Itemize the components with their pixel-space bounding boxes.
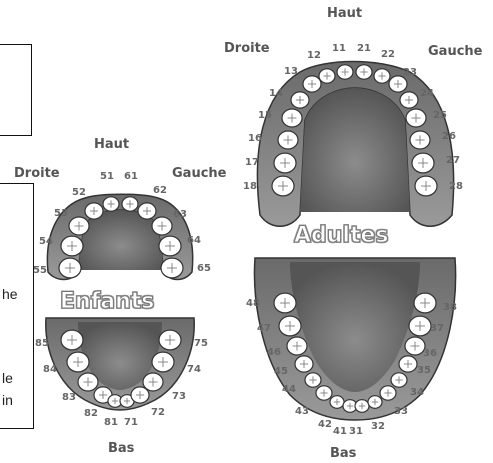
adult-upper-tooth-number: 22 — [381, 49, 395, 60]
child-lower-tooth-number: 75 — [194, 338, 208, 349]
adult-upper-tooth-number: 18 — [243, 181, 257, 192]
adult-upper-tooth-number: 12 — [307, 50, 321, 61]
adult-lower-tooth-number: 36 — [423, 348, 437, 359]
adult-lower-tooth-number: 37 — [430, 323, 444, 334]
adult-lower-tooth-number: 41 — [333, 426, 347, 437]
adult-upper-tooth-number: 16 — [248, 133, 262, 144]
child-upper-tooth-number: 64 — [187, 235, 201, 246]
child-lower-tooth-number: 71 — [124, 417, 138, 428]
adult-lower-tooth-number: 33 — [394, 406, 408, 417]
child-upper-tooth-number: 61 — [124, 171, 138, 182]
child-upper-tooth-number: 65 — [197, 263, 211, 274]
adult-lower-tooth-number: 44 — [282, 384, 296, 395]
adult-lower-tooth-number: 38 — [443, 302, 457, 313]
adult-upper-tooth-number: 14 — [269, 88, 283, 99]
adult-lower-tooth-number: 43 — [295, 406, 309, 417]
child-upper-tooth-number: 53 — [54, 208, 68, 219]
adult-upper-tooth-number: 26 — [442, 131, 456, 142]
child-lower-tooth-number: 72 — [151, 407, 165, 418]
child-lower-tooth-number: 73 — [172, 391, 186, 402]
adult-upper-tooth-number: 13 — [284, 66, 298, 77]
child-upper-tooth-number: 52 — [72, 187, 86, 198]
child-lower-tooth-number: 74 — [187, 364, 201, 375]
adult-upper-tooth-number: 25 — [433, 110, 447, 121]
adult-lower-tooth-number: 46 — [267, 347, 281, 358]
adult-upper-tooth-number: 15 — [258, 110, 272, 121]
child-upper-tooth-number: 51 — [100, 171, 114, 182]
child-lower-tooth-number: 85 — [35, 338, 49, 349]
adult-upper-tooth-number: 17 — [245, 157, 259, 168]
child-lower-tooth-number: 84 — [43, 364, 57, 375]
child-lower-tooth-number: 81 — [104, 417, 118, 428]
child-upper-tooth-number: 63 — [173, 209, 187, 220]
adult-lower-tooth-number: 35 — [417, 365, 431, 376]
adult-lower-tooth-number: 45 — [274, 366, 288, 377]
child-upper-tooth-number: 54 — [39, 236, 53, 247]
child-upper-tooth-number: 62 — [153, 185, 167, 196]
child-lower-tooth-number: 82 — [84, 408, 98, 419]
adult-lower-tooth-number: 32 — [371, 421, 385, 432]
adult-upper-tooth-number: 24 — [420, 88, 434, 99]
child-upper-tooth-number: 55 — [33, 265, 47, 276]
adult-palate — [300, 88, 410, 212]
adult-upper-tooth-number: 23 — [403, 67, 417, 78]
adult-lower-tooth-number: 47 — [257, 323, 271, 334]
adult-lower-tooth-number: 31 — [349, 426, 363, 437]
adult-lower-tooth-number: 34 — [410, 387, 424, 398]
child-lower-tooth-number: 83 — [62, 392, 76, 403]
adult-lower-tooth-number: 48 — [246, 298, 260, 309]
adult-upper-tooth-number: 11 — [332, 43, 346, 54]
adult-upper-tooth-number: 27 — [446, 155, 460, 166]
adult-upper-tooth-number: 21 — [357, 43, 371, 54]
adult-upper-tooth-number: 28 — [449, 181, 463, 192]
adult-lower-tooth-number: 42 — [318, 419, 332, 430]
